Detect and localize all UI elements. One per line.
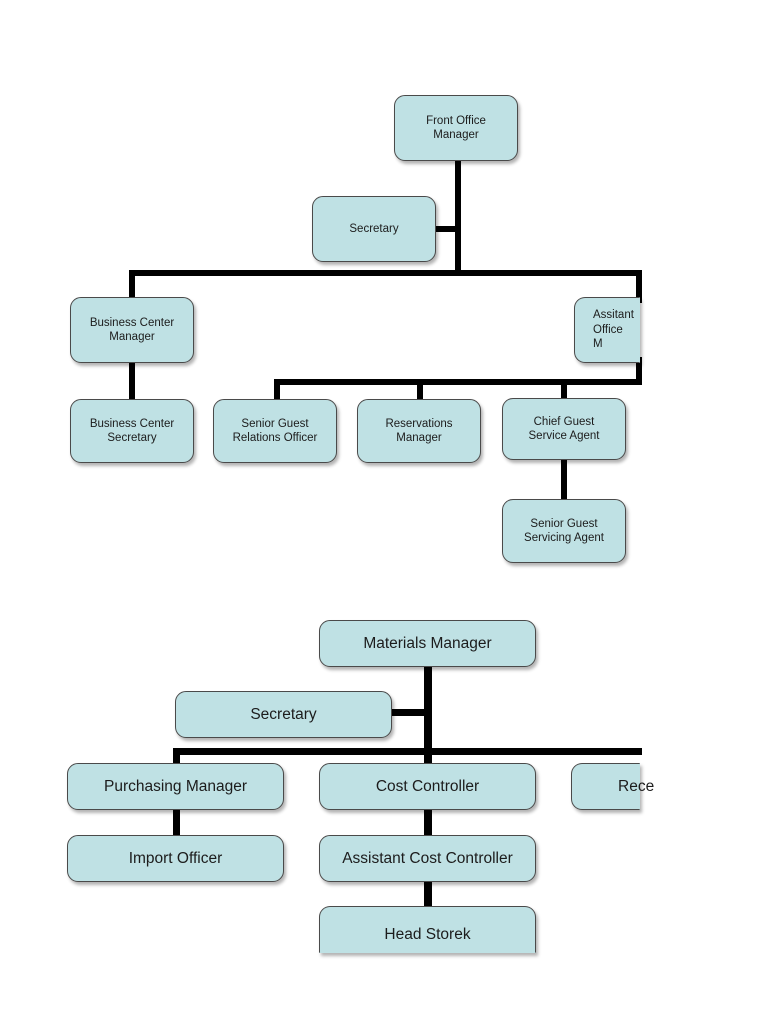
node-business-center-secretary[interactable]: Business Center Secretary: [70, 399, 194, 463]
node-label: Chief Guest Service Agent: [528, 415, 600, 442]
connector-drop-sgro: [274, 379, 280, 404]
connector-mm-trunk: [424, 666, 432, 764]
connector-bcm-to-bcs: [129, 357, 135, 403]
node-reservations-manager[interactable]: Reservations Manager: [357, 399, 481, 463]
node-assistant-front-office-manager[interactable]: Assitant Office M: [574, 297, 640, 363]
node-front-office-manager[interactable]: Front Office Manager: [394, 95, 518, 161]
node-label: Business Center Manager: [89, 316, 175, 343]
node-import-officer[interactable]: Import Officer: [67, 835, 284, 882]
connector-afom-down: [636, 357, 642, 385]
connector-cgsa-to-sgsa: [561, 457, 567, 503]
node-chief-guest-service-agent[interactable]: Chief Guest Service Agent: [502, 398, 626, 460]
connector-drop-reservations: [417, 379, 423, 404]
node-label: Senior Guest Relations Officer: [232, 417, 318, 444]
node-purchasing-manager[interactable]: Purchasing Manager: [67, 763, 284, 810]
connector-main-bus-2: [173, 748, 642, 755]
connector-main-bus: [129, 270, 642, 276]
node-label: Reservations Manager: [385, 417, 453, 444]
node-head-storekeeper[interactable]: Head Storek: [319, 906, 536, 953]
connector-acc-to-storekeeper: [424, 880, 432, 910]
node-senior-guest-relations-officer[interactable]: Senior Guest Relations Officer: [213, 399, 337, 463]
node-label: Assitant Office M: [593, 309, 634, 351]
connector-drop-afom: [636, 270, 642, 303]
connector-drop-bcm: [129, 270, 135, 303]
node-label: Cost Controller: [375, 777, 480, 795]
connector-fom-trunk: [455, 160, 461, 276]
node-label: Senior Guest Servicing Agent: [524, 517, 604, 544]
node-secretary-materials[interactable]: Secretary: [175, 691, 392, 738]
node-assistant-cost-controller[interactable]: Assistant Cost Controller: [319, 835, 536, 882]
node-label: Secretary: [349, 222, 399, 235]
connector-pm-to-import: [173, 808, 180, 838]
connector-drop-cgsa: [561, 379, 567, 404]
node-label: Rece: [618, 777, 655, 795]
connector-sub-bus: [274, 379, 642, 385]
node-label: Materials Manager: [363, 634, 492, 652]
node-label: Business Center Secretary: [89, 417, 175, 444]
node-label: Import Officer: [128, 849, 223, 867]
node-receiving-clerk[interactable]: Rece: [571, 763, 654, 810]
node-senior-guest-servicing-agent[interactable]: Senior Guest Servicing Agent: [502, 499, 626, 563]
node-label: Assistant Cost Controller: [342, 849, 513, 867]
node-label: Secretary: [250, 705, 317, 723]
node-label: Purchasing Manager: [103, 777, 248, 795]
node-materials-manager[interactable]: Materials Manager: [319, 620, 536, 667]
connector-secretary-stub-2: [390, 709, 428, 716]
connector-secretary-stub: [433, 226, 459, 232]
node-label: Front Office Manager: [426, 114, 486, 141]
node-secretary[interactable]: Secretary: [312, 196, 436, 262]
connector-cc-to-acc: [424, 808, 432, 838]
node-label: Head Storek: [384, 926, 471, 943]
node-cost-controller[interactable]: Cost Controller: [319, 763, 536, 810]
node-business-center-manager[interactable]: Business Center Manager: [70, 297, 194, 363]
